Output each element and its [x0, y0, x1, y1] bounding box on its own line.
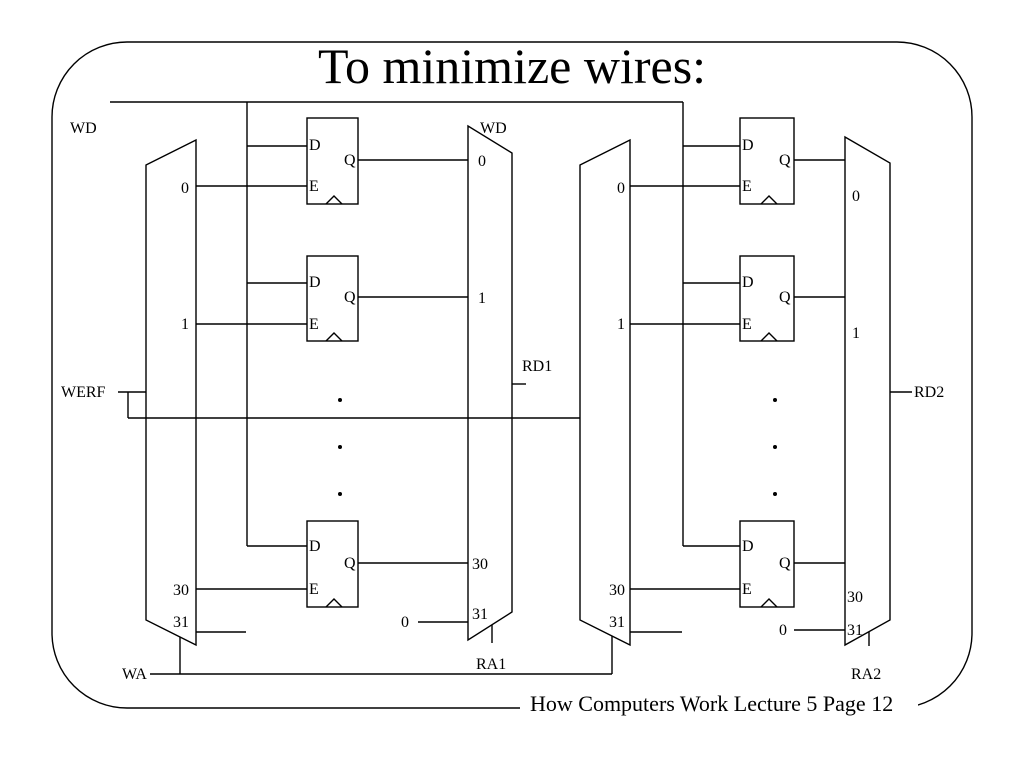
mux-input-label: 0 [478, 153, 486, 170]
e-pin-label: E [309, 581, 319, 598]
right-register-0: D Q E [739, 117, 795, 205]
left-register-30: D Q E [306, 520, 359, 608]
ellipsis-dot [773, 398, 777, 402]
decoder-output-label: 30 [609, 582, 625, 599]
q-pin-label: Q [779, 152, 791, 169]
d-pin-label: D [309, 538, 321, 555]
flip-flop-box [739, 520, 795, 608]
ellipsis-dot [773, 445, 777, 449]
right-register-30: D Q E [739, 520, 795, 608]
decoder-output-label: 1 [181, 316, 189, 333]
e-pin-label: E [309, 316, 319, 333]
footer-mask [520, 694, 918, 720]
decoder-shape [579, 138, 631, 647]
left-q-wires [358, 159, 468, 564]
signal-labels: WD WERF WA [61, 120, 147, 683]
right-decoder: 0 1 30 31 [579, 138, 740, 647]
clock-input-triangle [325, 332, 343, 342]
mux-input-label: 0 [852, 188, 860, 205]
q-pin-label: Q [779, 555, 791, 572]
read-address-label: RA2 [851, 666, 881, 683]
slide-title: To minimize wires: [318, 38, 706, 94]
d-pin-label: D [309, 137, 321, 154]
slide-footer: How Computers Work Lecture 5 Page 12 [530, 691, 893, 716]
flip-flop-box [739, 117, 795, 205]
flip-flop-box [306, 255, 359, 342]
constant-input-label: 0 [779, 622, 787, 639]
left-mux: WD 0 1 30 31 0 RA1 RD1 [401, 120, 552, 673]
clock-input-triangle [325, 195, 343, 205]
e-pin-label: E [742, 316, 752, 333]
flip-flop-box [306, 117, 359, 205]
e-pin-label: E [309, 178, 319, 195]
left-ellipsis [338, 398, 342, 496]
right-register-1: D Q E [739, 255, 795, 342]
decoder-shape [145, 138, 197, 647]
q-pin-label: Q [779, 289, 791, 306]
mux-input-label: 31 [472, 606, 488, 623]
mux-top-label: WD [480, 120, 507, 137]
write-data-label: WD [70, 120, 97, 137]
e-pin-label: E [742, 581, 752, 598]
write-enable-wiring [118, 391, 580, 419]
ellipsis-dot [338, 398, 342, 402]
mux-input-label: 1 [852, 325, 860, 342]
left-register-1: D Q E [306, 255, 359, 342]
ellipsis-dot [338, 445, 342, 449]
write-enable-label: WERF [61, 384, 106, 401]
mux-input-label: 31 [847, 622, 863, 639]
right-mux: 0 1 30 31 0 RA2 RD2 [779, 135, 944, 683]
decoder-output-label: 1 [617, 316, 625, 333]
decoder-output-label: 30 [173, 582, 189, 599]
q-pin-label: Q [344, 289, 356, 306]
d-pin-label: D [742, 274, 754, 291]
ellipsis-dot [773, 492, 777, 496]
mux-shape [467, 124, 513, 642]
clock-input-triangle [325, 598, 343, 608]
read-data-label: RD1 [522, 358, 552, 375]
decoder-output-label: 0 [617, 180, 625, 197]
flip-flop-box [306, 520, 359, 608]
d-pin-label: D [742, 137, 754, 154]
decoder-output-label: 0 [181, 180, 189, 197]
clock-input-triangle [760, 195, 778, 205]
read-data-label: RD2 [914, 384, 944, 401]
read-address-label: RA1 [476, 656, 506, 673]
clock-input-triangle [760, 598, 778, 608]
write-address-label: WA [122, 666, 147, 683]
constant-input-label: 0 [401, 614, 409, 631]
d-pin-label: D [309, 274, 321, 291]
flip-flop-box [739, 255, 795, 342]
left-register-0: D Q E [306, 117, 359, 205]
left-decoder: 0 1 30 31 [145, 138, 307, 647]
right-ellipsis [773, 398, 777, 496]
mux-input-label: 30 [472, 556, 488, 573]
d-pin-label: D [742, 538, 754, 555]
mux-input-label: 1 [478, 290, 486, 307]
ellipsis-dot [338, 492, 342, 496]
decoder-output-label: 31 [173, 614, 189, 631]
mux-input-label: 30 [847, 589, 863, 606]
q-pin-label: Q [344, 152, 356, 169]
decoder-output-label: 31 [609, 614, 625, 631]
e-pin-label: E [742, 178, 752, 195]
clock-input-triangle [760, 332, 778, 342]
q-pin-label: Q [344, 555, 356, 572]
mux-shape [844, 135, 891, 647]
write-address-wiring [150, 636, 613, 675]
right-q-wires [794, 159, 845, 564]
